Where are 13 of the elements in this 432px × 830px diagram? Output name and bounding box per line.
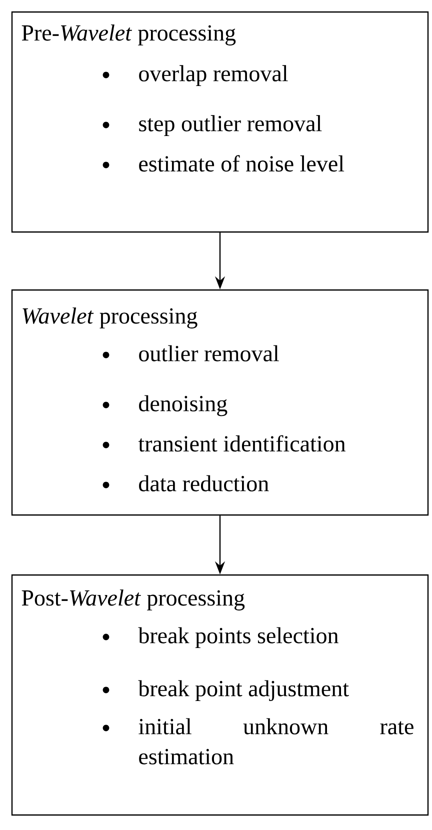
box-heading: Wavelet processing [22, 308, 198, 328]
box-heading: Post-Wavelet processing [22, 590, 245, 610]
bullet-item: denoising [102, 395, 228, 416]
bullet-item: step outlier removal [102, 115, 322, 136]
bullet-item: break points selection [102, 627, 338, 648]
bullet-item: outlier removal [102, 345, 279, 362]
bullet-item: estimate of noise level [102, 155, 344, 172]
box-heading: Pre-Wavelet processing [22, 24, 236, 46]
bullet-item: overlap removal [102, 65, 288, 86]
bullet-item: initial unknown rate estimation [102, 718, 414, 764]
bullet-item: break point adjustment [102, 680, 349, 702]
bullet-item: data reduction [102, 475, 269, 492]
bullet-item: transient identification [102, 435, 346, 452]
